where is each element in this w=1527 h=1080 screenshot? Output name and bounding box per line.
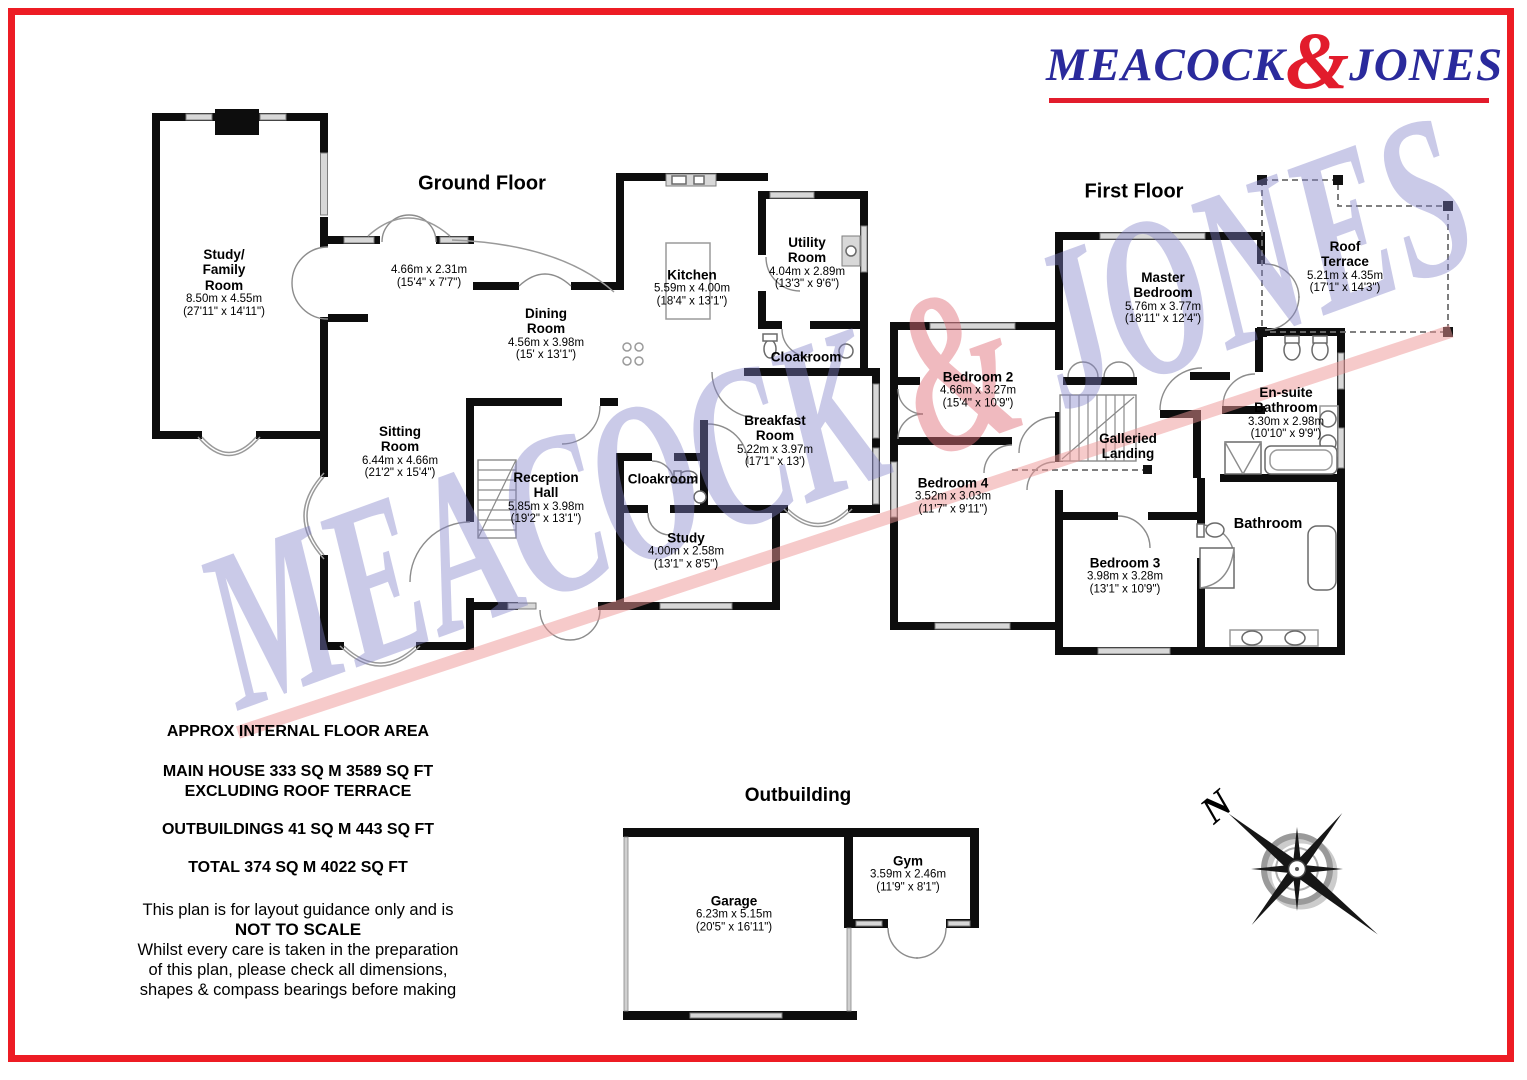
bay-window <box>201 436 257 454</box>
room-label-utility-room: Utility Room 4.04m x 2.89m (13'3" x 9'6"… <box>768 234 846 291</box>
disclaimer-line-4: shapes & compass bearings before making <box>139 981 457 999</box>
chimney-breast <box>215 109 259 135</box>
room-label-breakfast-room: Breakfast Room 5.22m x 3.97m (17'1" x 13… <box>736 412 814 469</box>
ground-floor-plan <box>152 109 880 667</box>
logo-jones: JONES <box>1349 39 1504 91</box>
bath <box>1264 445 1338 475</box>
outbuilding-plan <box>623 828 979 1020</box>
room-label-cloakroom-upper: Cloakroom <box>770 349 842 365</box>
room-label-reception-hall: Reception Hall 5.85m x 3.98m (19'2" x 13… <box>507 469 585 526</box>
ground-stairs <box>477 459 517 539</box>
vanity <box>1229 629 1319 647</box>
first-floor-title: First Floor <box>1084 180 1184 203</box>
area-total: TOTAL 374 SQ M 4022 SQ FT <box>188 859 408 876</box>
logo-underline <box>1049 98 1489 103</box>
room-label-roof-terrace: Roof Terrace 5.21m x 4.35m (17'1" x 14'3… <box>1306 238 1384 295</box>
ground-floor-title: Ground Floor <box>418 172 546 195</box>
outbuilding-title: Outbuilding <box>744 785 852 806</box>
room-label-kitchen: Kitchen 5.59m x 4.00m (18'4" x 13'1") <box>653 267 731 308</box>
hob <box>622 342 632 352</box>
area-heading: APPROX INTERNAL FLOOR AREA <box>166 723 430 740</box>
room-label-bedroom-2: Bedroom 2 4.66m x 3.27m (15'4" x 10'9") <box>939 369 1017 410</box>
compass-rose <box>1228 813 1378 935</box>
not-to-scale: NOT TO SCALE <box>234 920 362 939</box>
room-label-bedroom-3: Bedroom 3 3.98m x 3.28m (13'1" x 10'9") <box>1086 555 1164 596</box>
room-label-garage: Garage 6.23m x 5.15m (20'5" x 16'11") <box>695 893 773 934</box>
basin <box>693 490 707 504</box>
first-stairs <box>1059 394 1137 462</box>
logo-meacock: MEACOCK <box>1046 39 1286 91</box>
basin <box>838 343 854 359</box>
area-main-house: MAIN HOUSE 333 SQ M 3589 SQ FT <box>162 763 434 780</box>
room-label-cloakroom-lower: Cloakroom <box>627 471 699 487</box>
room-label-bathroom: Bathroom <box>1233 515 1303 532</box>
shower <box>1224 441 1262 475</box>
garage-side-opening <box>623 836 629 1012</box>
basin <box>1241 630 1263 646</box>
area-summary: APPROX INTERNAL FLOOR AREA MAIN HOUSE 33… <box>88 722 508 1000</box>
room-label-study: Study 4.00m x 2.58m (13'1" x 8'5") <box>647 530 725 571</box>
logo-ampersand: & <box>1285 15 1350 106</box>
disclaimer-line-1: This plan is for layout guidance only an… <box>142 901 454 919</box>
toilet <box>1205 522 1225 538</box>
room-label-gym: Gym 3.59m x 2.46m (11'9" x 8'1") <box>869 853 947 894</box>
area-outbuildings: OUTBUILDINGS 41 SQ M 443 SQ FT <box>161 821 435 838</box>
bath <box>1307 525 1337 591</box>
room-label-sitting-room: Sitting Room 6.44m x 4.66m (21'2" x 15'4… <box>361 423 439 480</box>
room-label-inner-hall: 4.66m x 2.31m (15'4" x 7'7") <box>390 264 468 289</box>
area-main-house-2: EXCLUDING ROOF TERRACE <box>184 783 412 800</box>
room-label-dining-room: Dining Room 4.56m x 3.98m (15' x 13'1") <box>507 305 585 362</box>
room-label-ensuite-bathroom: En-suite Bathroom 3.30m x 2.98m (10'10" … <box>1247 384 1325 441</box>
kitchen-island <box>665 242 711 320</box>
room-label-master-bedroom: Master Bedroom 5.76m x 3.77m (18'11" x 1… <box>1124 269 1202 326</box>
logo: MEACOCK & JONES <box>1046 15 1502 106</box>
room-label-bedroom-4: Bedroom 4 3.52m x 3.03m (11'7" x 9'11") <box>914 475 992 516</box>
basin <box>1284 630 1306 646</box>
basin <box>1319 410 1337 428</box>
disclaimer-line-2: Whilst every care is taken in the prepar… <box>137 941 459 959</box>
room-label-study-family: Study/ Family Room 8.50m x 4.55m (27'11"… <box>183 247 265 318</box>
room-label-galleried-landing: Galleried Landing <box>1099 430 1157 461</box>
disclaimer-line-3: of this plan, please check all dimension… <box>148 961 448 979</box>
